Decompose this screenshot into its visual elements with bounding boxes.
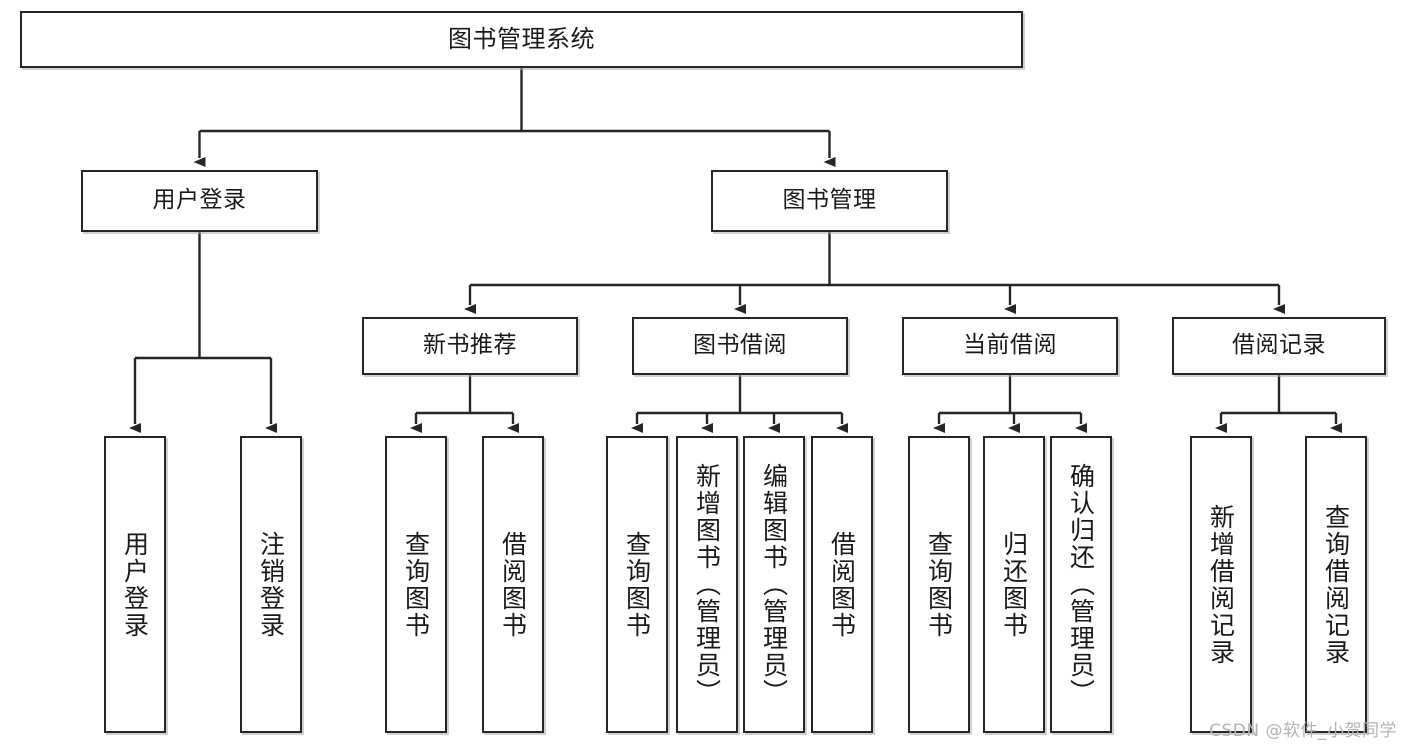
node-label: 用户登录 (152, 187, 247, 214)
node-login[interactable]: 用户登录 (81, 170, 318, 232)
node-current[interactable]: 当前借阅 (902, 317, 1118, 375)
node-label: 注销登录 (256, 530, 286, 639)
csdn-watermark: CSDN @软件_小贺同学 (1209, 721, 1397, 741)
node-label: 新书推荐 (423, 332, 517, 359)
node-leaf-1[interactable]: 用户登录 (104, 436, 166, 733)
node-records[interactable]: 借阅记录 (1172, 317, 1386, 375)
node-label: 借阅图书 (498, 530, 528, 639)
node-leaf-13[interactable]: 查询借阅记录 (1305, 436, 1367, 733)
node-bookmgmt[interactable]: 图书管理 (711, 170, 948, 232)
node-label: 借阅图书 (827, 530, 857, 639)
node-label: 新增图书（管理员） (692, 463, 722, 706)
node-leaf-2[interactable]: 注销登录 (240, 436, 302, 733)
node-label: 确认归还（管理员） (1066, 463, 1096, 706)
node-label: 查询图书 (622, 530, 652, 639)
node-label: 图书管理系统 (448, 25, 595, 54)
node-label: 查询图书 (401, 530, 431, 639)
node-label: 编辑图书（管理员） (759, 463, 789, 706)
node-leaf-7[interactable]: 编辑图书（管理员） (743, 436, 805, 733)
node-leaf-5[interactable]: 查询图书 (606, 436, 668, 733)
node-label: 当前借阅 (963, 332, 1057, 359)
node-label: 图书管理 (782, 187, 877, 214)
node-leaf-11[interactable]: 确认归还（管理员） (1050, 436, 1112, 733)
node-label: 查询图书 (924, 530, 954, 639)
node-leaf-3[interactable]: 查询图书 (385, 436, 447, 733)
node-leaf-8[interactable]: 借阅图书 (811, 436, 873, 733)
node-leaf-6[interactable]: 新增图书（管理员） (676, 436, 738, 733)
node-label: 查询借阅记录 (1321, 503, 1351, 666)
node-label: 归还图书 (999, 530, 1029, 639)
node-root[interactable]: 图书管理系统 (20, 11, 1023, 68)
node-leaf-10[interactable]: 归还图书 (983, 436, 1045, 733)
node-leaf-4[interactable]: 借阅图书 (482, 436, 544, 733)
node-newbook[interactable]: 新书推荐 (362, 317, 578, 375)
node-label: 借阅记录 (1232, 332, 1326, 359)
node-label: 用户登录 (120, 530, 150, 639)
node-label: 图书借阅 (693, 332, 787, 359)
node-label: 新增借阅记录 (1206, 503, 1236, 666)
node-borrow[interactable]: 图书借阅 (632, 317, 848, 375)
node-leaf-9[interactable]: 查询图书 (908, 436, 970, 733)
node-leaf-12[interactable]: 新增借阅记录 (1190, 436, 1252, 733)
